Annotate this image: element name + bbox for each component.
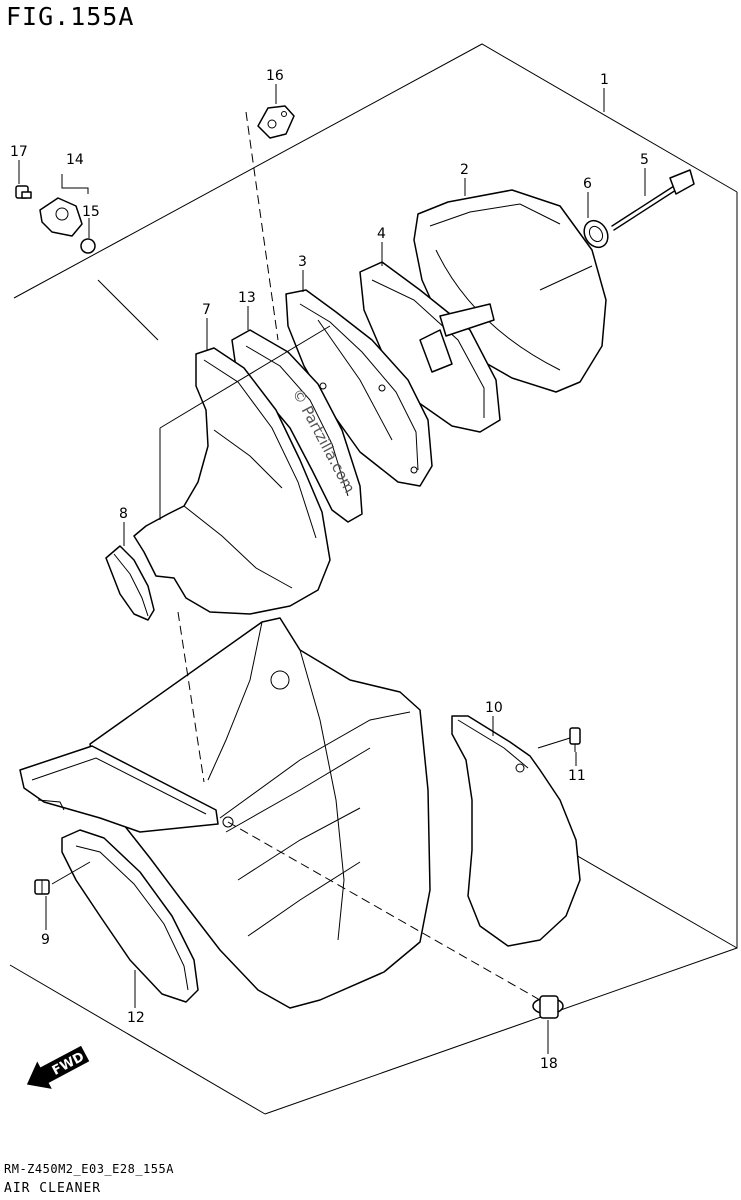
part-12-gasket[interactable] bbox=[61, 829, 199, 1003]
callout-9[interactable]: 9 bbox=[41, 932, 50, 948]
figure-name: AIR CLEANER bbox=[4, 1181, 102, 1196]
callout-labels: 1 2 3 4 5 6 7 8 9 10 11 12 13 14 15 16 1… bbox=[10, 68, 649, 1072]
callout-11[interactable]: 11 bbox=[568, 768, 586, 784]
part-7-outlet-tube[interactable] bbox=[133, 347, 331, 615]
leader-lines bbox=[18, 84, 646, 1054]
part-5-wing-bolt[interactable] bbox=[611, 169, 695, 231]
part-9-bolt[interactable] bbox=[34, 879, 50, 895]
part-17-bolt[interactable] bbox=[15, 185, 32, 199]
part-18-bolt[interactable] bbox=[532, 995, 564, 1019]
figure-code: RM-Z450M2_E03_E28_155A bbox=[4, 1162, 174, 1176]
callout-1[interactable]: 1 bbox=[600, 72, 609, 88]
part-6-ring[interactable] bbox=[579, 216, 612, 251]
part-14-breather-fitting[interactable] bbox=[39, 197, 83, 237]
part-4-filter-frame[interactable] bbox=[359, 261, 501, 433]
callout-2[interactable]: 2 bbox=[460, 162, 469, 178]
callout-5[interactable]: 5 bbox=[640, 152, 649, 168]
figure-title: FIG.155A bbox=[6, 2, 135, 31]
callout-4[interactable]: 4 bbox=[377, 226, 386, 242]
callout-14[interactable]: 14 bbox=[66, 152, 84, 168]
exploded-parts-diagram: © Partzilla.com 1 2 3 4 5 6 7 8 9 10 11 … bbox=[9, 43, 738, 1115]
part-11-screw[interactable] bbox=[569, 727, 581, 752]
callout-13[interactable]: 13 bbox=[238, 290, 256, 306]
callout-12[interactable]: 12 bbox=[127, 1010, 145, 1026]
callout-3[interactable]: 3 bbox=[298, 254, 307, 270]
callout-7[interactable]: 7 bbox=[202, 302, 211, 318]
callout-10[interactable]: 10 bbox=[485, 700, 503, 716]
callout-8[interactable]: 8 bbox=[119, 506, 128, 522]
callout-6[interactable]: 6 bbox=[583, 176, 592, 192]
air-cleaner-case[interactable] bbox=[89, 617, 431, 1009]
callout-15[interactable]: 15 bbox=[82, 204, 100, 220]
callout-17[interactable]: 17 bbox=[10, 144, 28, 160]
fwd-arrow-icon: FWD bbox=[26, 1045, 90, 1089]
part-15-o-ring[interactable] bbox=[80, 238, 96, 254]
case-mud-plate[interactable] bbox=[19, 745, 219, 833]
part-8-clamp[interactable] bbox=[105, 545, 155, 621]
callout-18[interactable]: 18 bbox=[540, 1056, 558, 1072]
assembly-outline bbox=[9, 43, 738, 1115]
callout-16[interactable]: 16 bbox=[266, 68, 284, 84]
part-16-bracket[interactable] bbox=[257, 105, 295, 139]
alignment-lines bbox=[97, 111, 541, 1001]
part-10-side-cover[interactable] bbox=[451, 715, 581, 947]
